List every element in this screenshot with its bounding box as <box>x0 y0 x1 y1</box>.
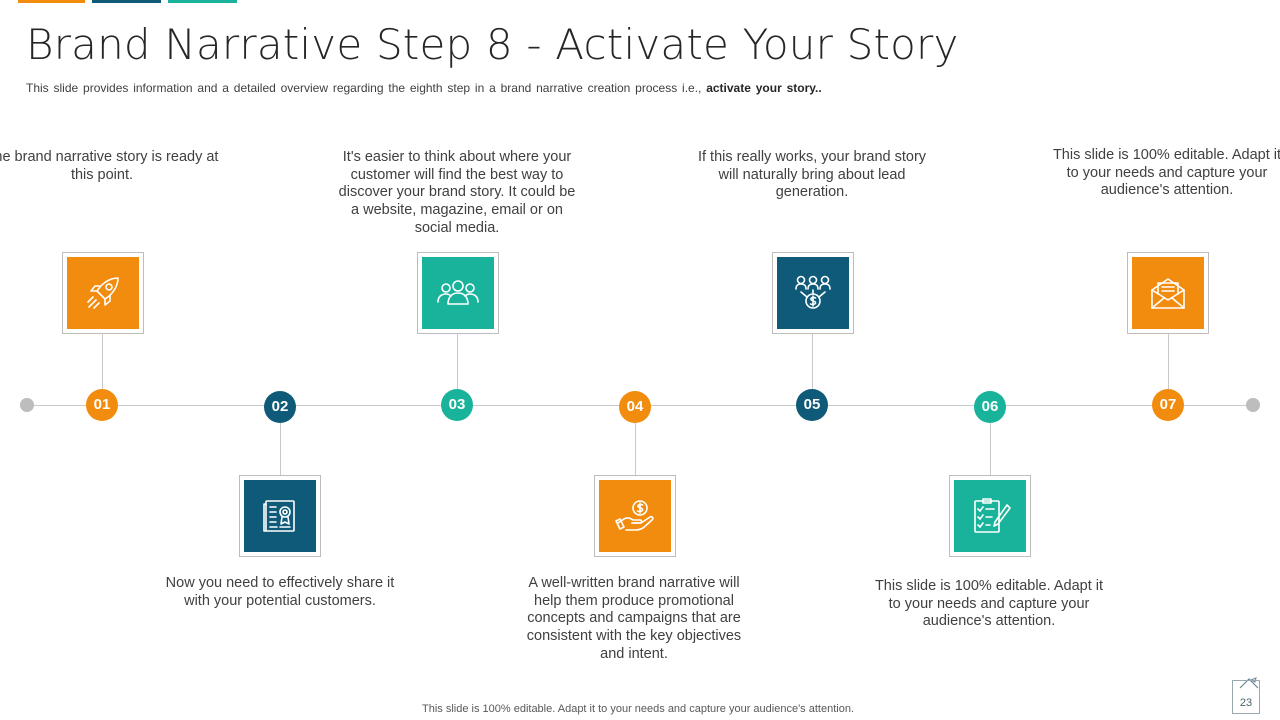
rocket-icon <box>67 257 139 329</box>
slide-title: Brand Narrative Step 8 - Activate Your S… <box>26 20 959 69</box>
people-group-icon <box>422 257 494 329</box>
step-4-description: A well-written brand narrative will help… <box>526 575 742 662</box>
timeline-end-dot <box>1246 398 1260 412</box>
step-6-icon-box <box>949 475 1031 557</box>
step-1-icon-box <box>62 252 144 334</box>
step-2-number: 02 <box>264 391 296 423</box>
accent-bar-teal <box>168 0 237 3</box>
timeline-start-dot <box>20 398 34 412</box>
step-5-description: If this really works, your brand story w… <box>697 149 927 201</box>
step-7-connector <box>1168 333 1169 389</box>
step-4-connector <box>635 423 636 476</box>
step-3-connector <box>457 333 458 389</box>
step-5-icon-box <box>772 252 854 334</box>
step-1-description: The brand narrative story is ready at th… <box>0 149 219 183</box>
step-4-icon-box <box>594 475 676 557</box>
step-7-icon-box <box>1127 252 1209 334</box>
step-3-description: It's easier to think about where your cu… <box>338 149 576 236</box>
step-2-connector <box>280 423 281 476</box>
hand-coin-icon <box>599 480 671 552</box>
step-6-number: 06 <box>974 391 1006 423</box>
accent-bar-orange <box>18 0 85 3</box>
footer-note: This slide is 100% editable. Adapt it to… <box>422 703 854 715</box>
step-4-number: 04 <box>619 391 651 423</box>
subtitle-suffix: . <box>818 81 822 95</box>
step-6-connector <box>990 423 991 476</box>
step-1-number: 01 <box>86 389 118 421</box>
subtitle-bold-text: activate your story. <box>706 81 819 95</box>
checklist-pen-icon <box>954 480 1026 552</box>
accent-bar-navy <box>92 0 161 3</box>
step-6-description: This slide is 100% editable. Adapt it to… <box>874 578 1104 630</box>
step-2-description: Now you need to effectively share it wit… <box>165 575 395 609</box>
step-5-connector <box>812 333 813 389</box>
step-2-icon-box <box>239 475 321 557</box>
slide-subtitle: This slide provides information and a de… <box>26 81 1256 95</box>
network-dollar-icon <box>777 257 849 329</box>
document-award-icon <box>244 480 316 552</box>
page-number: 23 <box>1232 680 1260 714</box>
subtitle-text: This slide provides information and a de… <box>26 81 707 95</box>
step-1-connector <box>102 333 103 389</box>
envelope-letter-icon <box>1132 257 1204 329</box>
step-3-number: 03 <box>441 389 473 421</box>
step-3-icon-box <box>417 252 499 334</box>
step-7-description: This slide is 100% editable. Adapt it to… <box>1052 147 1280 199</box>
step-7-number: 07 <box>1152 389 1184 421</box>
step-5-number: 05 <box>796 389 828 421</box>
